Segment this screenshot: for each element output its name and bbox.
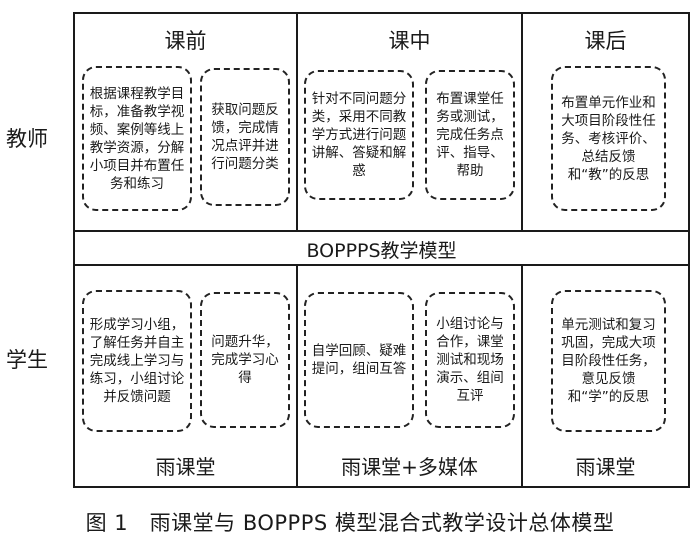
teacher-box-in-1: 针对不同问题分类，采用不同教学方式进行问题讲解、答疑和解惑 [304,70,414,200]
row-label-student: 学生 [6,348,48,372]
teacher-box-after-1: 布置单元作业和大项目阶段性任务、考核评价、总结反馈和“教”的反思 [551,66,666,211]
teacher-box-in-2: 布置课堂任务或测试，完成任务点评、指导、帮助 [425,70,515,200]
model-row-top-line [73,230,690,232]
column-divider-1 [296,12,298,230]
teacher-box-before-2: 获取问题反馈，完成情况点评并进行问题分类 [200,68,290,206]
column-divider-3 [296,265,298,488]
student-box-in-1: 自学回顾、疑难提问，组间互答 [304,292,414,428]
student-box-before-2: 问题升华，完成学习心得 [200,292,290,428]
model-row-bottom-line [73,264,690,266]
frame-bottom-line [73,486,690,488]
footer-tool-before-class: 雨课堂 [155,455,216,479]
column-heading-after-class: 课后 [584,29,627,53]
column-divider-2 [521,12,523,230]
frame-top-line [73,12,690,14]
frame-left-line [73,12,75,488]
column-divider-4 [521,265,523,488]
frame-right-line [688,12,690,488]
student-box-before-1: 形成学习小组，了解任务并自主完成线上学习与练习，小组讨论并反馈问题 [82,290,192,432]
teacher-box-before-1: 根据课程教学目标，准备教学视频、案例等线上教学资源，分解小项目并布置任务和练习 [82,66,192,211]
model-label: BOPPPS教学模型 [306,240,457,262]
figure-caption: 图 1 雨课堂与 BOPPPS 模型混合式教学设计总体模型 [85,511,615,535]
row-label-teacher: 教师 [6,127,48,151]
footer-tool-in-class: 雨课堂+多媒体 [341,455,478,479]
student-box-after-1: 单元测试和复习巩固，完成大项目阶段性任务，意见反馈和“学”的反思 [551,290,666,432]
column-heading-before-class: 课前 [164,29,207,53]
column-heading-in-class: 课中 [388,29,431,53]
footer-tool-after-class: 雨课堂 [575,455,636,479]
student-box-in-2: 小组讨论与合作，课堂测试和现场演示、组间互评 [425,292,515,428]
